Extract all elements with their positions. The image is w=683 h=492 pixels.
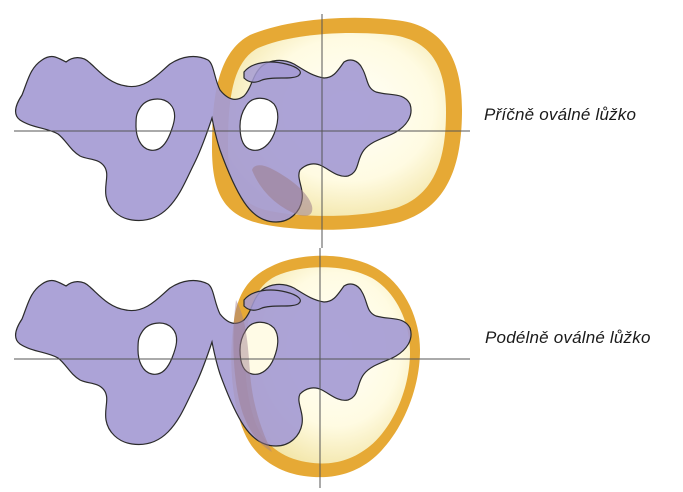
longitudinal-oval-figure — [14, 248, 470, 488]
transverse-oval-label: Příčně oválné lůžko — [484, 105, 636, 125]
transverse-oval-figure — [14, 14, 470, 248]
longitudinal-oval-label: Podélně oválné lůžko — [485, 328, 651, 348]
